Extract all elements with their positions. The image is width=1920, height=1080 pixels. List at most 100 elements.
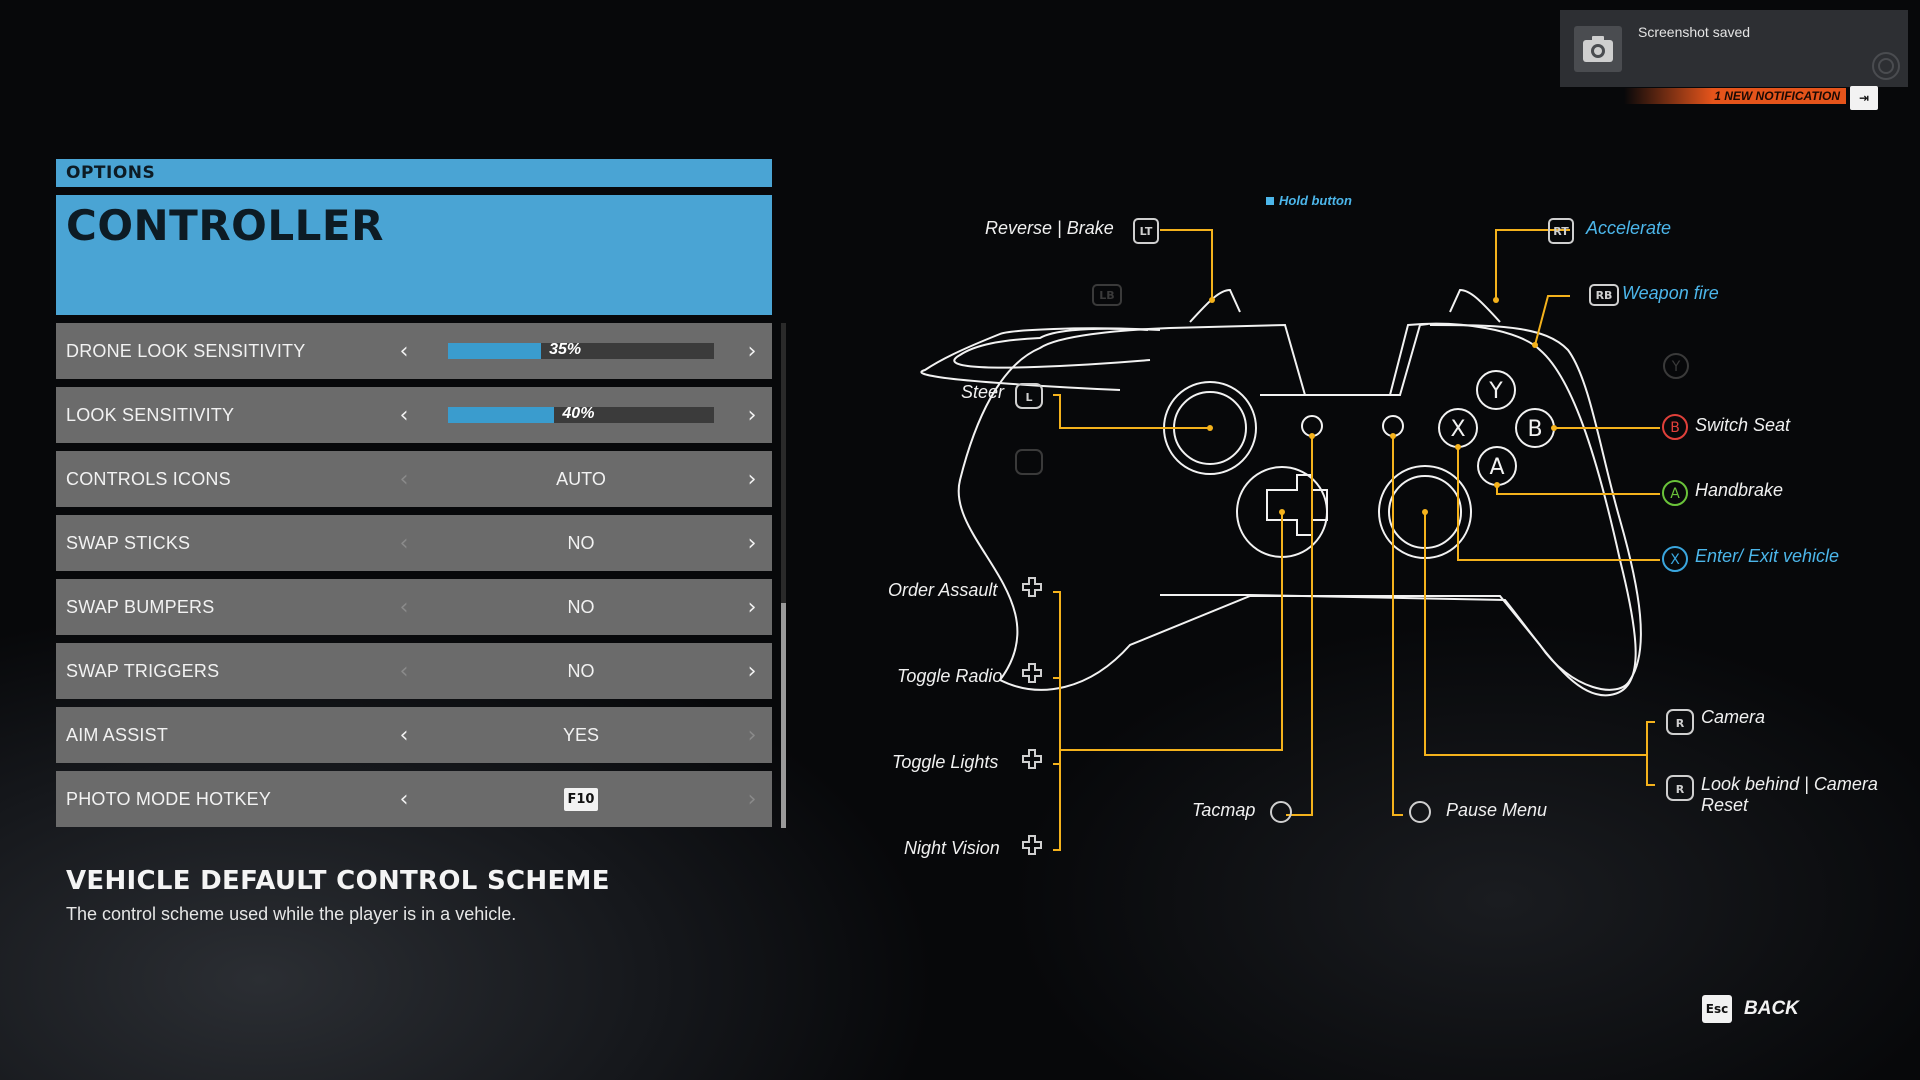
r-glyph: R: [1676, 717, 1685, 730]
setting-value: NO: [567, 660, 595, 681]
decrease-arrow-icon[interactable]: ‹: [399, 402, 409, 428]
y-button-glyph: Y: [1488, 379, 1503, 404]
left-stick-click-icon: [1015, 449, 1043, 475]
description-text: The control scheme used while the player…: [66, 904, 517, 924]
right-stick-icon: [1666, 709, 1694, 735]
label-look-behind: Look behind | Camera: [1701, 774, 1878, 795]
increase-arrow-icon[interactable]: ›: [747, 338, 757, 364]
right-stick-click-icon: [1666, 775, 1694, 801]
setting-label: SWAP STICKS: [66, 532, 191, 553]
label-camera-reset-1: Camera: [1813, 774, 1878, 794]
setting-label: DRONE LOOK SENSITIVITY: [66, 340, 306, 361]
y-icon-dim: [1663, 353, 1689, 379]
label-look-behind-text: Look behind: [1701, 774, 1800, 794]
decrease-arrow-icon: ‹: [399, 594, 409, 620]
setting-description: VEHICLE DEFAULT CONTROL SCHEME The contr…: [66, 866, 610, 925]
setting-row[interactable]: DRONE LOOK SENSITIVITY ‹ 35% ›: [56, 323, 772, 379]
setting-label: SWAP TRIGGERS: [66, 660, 220, 681]
setting-row[interactable]: PHOTO MODE HOTKEY‹F10›: [56, 771, 772, 827]
view-button-icon: [1270, 801, 1292, 823]
slider-bar[interactable]: 40%: [448, 405, 714, 423]
increase-arrow-icon[interactable]: ›: [747, 466, 757, 492]
label-handbrake: Handbrake: [1695, 480, 1784, 500]
page-title: CONTROLLER: [66, 201, 384, 250]
setting-label: SWAP BUMPERS: [66, 596, 215, 617]
increase-arrow-icon[interactable]: ›: [747, 530, 757, 556]
x-button-glyph: X: [1450, 417, 1465, 442]
label-separator: |: [1057, 218, 1062, 238]
setting-label: LOOK SENSITIVITY: [66, 404, 235, 425]
setting-row[interactable]: SWAP STICKS ‹ NO ›: [56, 515, 772, 571]
dpad-up-icon: [1022, 577, 1042, 597]
notification-key-icon[interactable]: ⇥: [1850, 86, 1878, 110]
settings-list: DRONE LOOK SENSITIVITY‹35%›LOOK SENSITIV…: [56, 323, 772, 827]
b-button-glyph: B: [1527, 417, 1542, 442]
setting-value: YES: [562, 724, 600, 745]
label-reverse: Reverse: [985, 218, 1053, 238]
setting-row[interactable]: CONTROLS ICONS‹AUTO›: [56, 451, 772, 507]
increase-arrow-icon[interactable]: ›: [747, 402, 757, 428]
description-title: VEHICLE DEFAULT CONTROL SCHEME: [66, 866, 610, 896]
hotkey-keycap: F10: [563, 788, 599, 811]
notification-toast: Screenshot saved: [1560, 10, 1908, 87]
label-toggle-lights: Toggle Lights: [892, 752, 999, 772]
menu-button-icon: [1409, 801, 1431, 823]
decrease-arrow-icon[interactable]: ‹: [399, 338, 409, 364]
esc-key-icon: Esc: [1702, 995, 1732, 1023]
lt-glyph: LT: [1140, 225, 1153, 238]
back-label: BACK: [1744, 998, 1799, 1019]
x-icon: [1662, 546, 1688, 572]
label-camera: Camera: [1701, 707, 1766, 727]
label-tacmap: Tacmap: [1192, 800, 1256, 820]
slider-fill: [448, 343, 542, 359]
a-icon: [1662, 480, 1688, 506]
decrease-arrow-icon[interactable]: ‹: [399, 722, 409, 748]
setting-row[interactable]: SWAP TRIGGERS‹NO›: [56, 643, 772, 699]
setting-value: F10: [448, 787, 714, 811]
increase-arrow-icon[interactable]: ›: [747, 658, 757, 684]
decrease-arrow-icon: ‹: [399, 530, 409, 556]
a-icon-glyph: A: [1670, 486, 1680, 502]
scrollbar[interactable]: [781, 323, 786, 828]
dpad-down-icon: [1022, 663, 1042, 683]
scrollbar-thumb[interactable]: [781, 603, 786, 828]
rt-glyph: RT: [1553, 225, 1569, 238]
label-order-assault: Order Assault: [888, 580, 998, 600]
r-click-glyph: R: [1676, 783, 1685, 796]
label-pause-menu: Pause Menu: [1446, 800, 1548, 820]
back-button[interactable]: Esc BACK: [1702, 995, 1799, 1023]
lb-glyph: LB: [1099, 289, 1114, 302]
label-toggle-radio: Toggle Radio: [897, 666, 1003, 686]
setting-row[interactable]: AIM ASSIST‹YES›: [56, 707, 772, 763]
label-accelerate: Accelerate: [1586, 218, 1672, 238]
y-icon-glyph: Y: [1671, 359, 1681, 375]
label-separator-2: |: [1804, 774, 1809, 794]
setting-row[interactable]: LOOK SENSITIVITY ‹ 40% ›: [56, 387, 772, 443]
label-night-vision: Night Vision: [904, 838, 1000, 858]
label-switch-seat: Switch Seat: [1695, 415, 1791, 435]
lb-icon: [1092, 284, 1122, 306]
notification-text: Screenshot saved: [1638, 24, 1751, 40]
camera-icon: [1574, 26, 1622, 72]
label-camera-reset-2: Reset: [1701, 795, 1749, 815]
setting-label: CONTROLS ICONS: [66, 468, 231, 489]
decrease-arrow-icon[interactable]: ‹: [399, 786, 409, 812]
increase-arrow-icon[interactable]: ›: [747, 594, 757, 620]
setting-value: NO: [567, 532, 595, 553]
a-button-glyph: A: [1489, 455, 1504, 480]
notification-count-bar[interactable]: 1 NEW NOTIFICATION: [1624, 88, 1846, 104]
setting-value: AUTO: [556, 468, 606, 489]
setting-row[interactable]: SWAP BUMPERS ‹ NO ›: [56, 579, 772, 635]
rb-glyph: RB: [1596, 289, 1613, 302]
slider-value: 40%: [562, 405, 595, 422]
setting-label: PHOTO MODE HOTKEY: [66, 788, 272, 809]
b-icon-glyph: B: [1670, 420, 1680, 436]
x-icon-glyph: X: [1670, 552, 1680, 568]
label-steer: Steer: [961, 382, 1005, 402]
slider-value: 35%: [549, 341, 582, 358]
label-brake: Brake: [1066, 218, 1114, 238]
slider-bar[interactable]: 35%: [448, 341, 714, 359]
l-glyph: L: [1025, 391, 1032, 404]
setting-value: NO: [567, 596, 595, 617]
title-block: CONTROLLER: [56, 195, 772, 315]
